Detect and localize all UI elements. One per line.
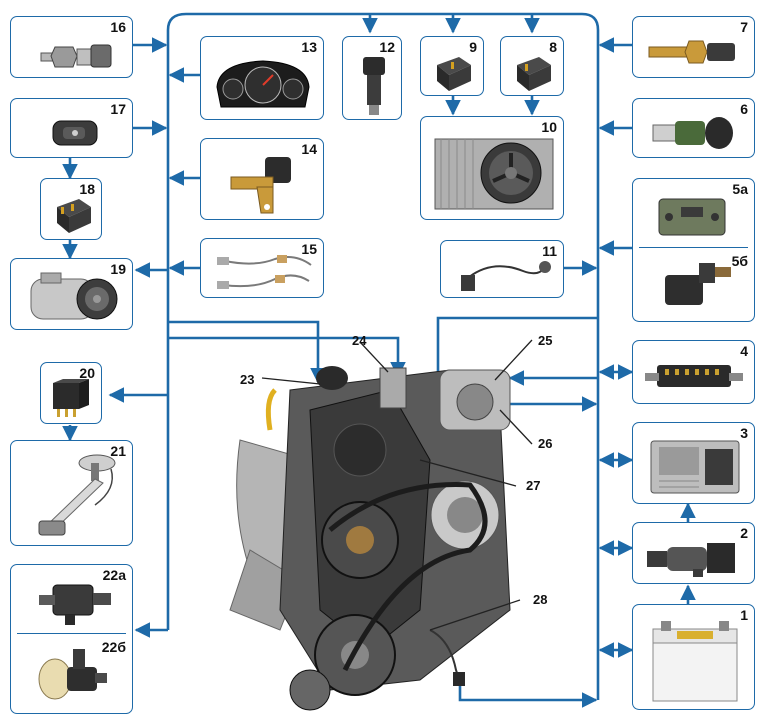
label-21: 21 — [110, 443, 126, 459]
relay-icon — [57, 199, 91, 233]
component-2-ignition-coil: 2 — [632, 522, 755, 584]
canister-purge-valve-icon — [39, 584, 111, 625]
coolant-temperature-sensor-icon — [648, 40, 735, 64]
relay-icon — [437, 57, 471, 91]
component-22-solenoid-group: 22а 22б — [10, 564, 133, 714]
component-18-relay: 18 — [40, 178, 102, 240]
label-4: 4 — [740, 343, 748, 359]
label-3: 3 — [740, 425, 748, 441]
callout-24: 24 — [352, 333, 367, 348]
component-16-oil-pressure-sensor: 16 — [10, 16, 133, 78]
component-3-ecu: 3 — [632, 422, 755, 504]
component-5-sensor-group: 5а 5б — [632, 178, 755, 322]
label-15: 15 — [301, 241, 317, 257]
battery-icon — [652, 621, 738, 702]
ac-compressor-icon — [30, 272, 118, 320]
crankshaft-position-sensor-icon — [230, 157, 291, 214]
component-4-diagnostic-connector: 4 — [632, 340, 755, 404]
map-sensor-b-icon — [665, 263, 731, 305]
label-20: 20 — [79, 365, 95, 381]
relay-icon — [53, 379, 89, 417]
diagnostic-connector-icon — [645, 365, 743, 387]
component-6-air-temp-sensor: 6 — [632, 98, 755, 158]
divider-5 — [639, 247, 748, 248]
divider-22 — [17, 633, 126, 634]
speed-sensor-icon — [363, 57, 385, 115]
branch-24 — [168, 336, 406, 378]
callout-27: 27 — [526, 478, 541, 493]
label-10: 10 — [541, 119, 557, 135]
component-11-knock-sensor: 11 — [440, 240, 564, 298]
air-temperature-sensor-icon — [652, 117, 733, 149]
ignition-module-icon — [647, 543, 735, 577]
component-8-relay: 8 — [500, 36, 564, 96]
component-1-battery: 1 — [632, 604, 755, 710]
purge-valve-b-icon — [38, 649, 107, 700]
radiator-fan-icon — [434, 138, 554, 210]
label-22a: 22а — [102, 567, 126, 583]
component-13-instrument-cluster: 13 — [200, 36, 324, 120]
relay-icon — [517, 57, 551, 91]
component-21-fuel-pump: 21 — [10, 440, 133, 546]
callout-25: 25 — [538, 333, 553, 348]
oxygen-sensor-icon — [217, 255, 312, 289]
label-2: 2 — [740, 525, 748, 541]
component-19-ac-compressor: 19 — [10, 258, 133, 330]
label-22b: 22б — [101, 639, 126, 655]
label-1: 1 — [740, 607, 748, 623]
knock-sensor-icon — [461, 261, 551, 291]
ac-switch-icon — [52, 120, 98, 146]
label-8: 8 — [549, 39, 557, 55]
callout-26: 26 — [538, 436, 553, 451]
component-9-relay: 9 — [420, 36, 484, 96]
ecu-icon — [650, 440, 740, 494]
oil-pressure-sensor-icon — [40, 44, 112, 68]
component-14-crankshaft-sensor: 14 — [200, 138, 324, 220]
callout-23: 23 — [240, 372, 255, 387]
fuel-pump-module-icon — [38, 454, 116, 536]
branch-23 — [168, 320, 326, 384]
callout-28: 28 — [533, 592, 548, 607]
component-10-radiator-fan: 10 — [420, 116, 564, 220]
component-17-ac-button: 17 — [10, 98, 133, 158]
label-11: 11 — [542, 243, 557, 259]
component-20-fuel-pump-relay: 20 — [40, 362, 102, 424]
engine-illustration — [229, 339, 533, 711]
label-16: 16 — [110, 19, 126, 35]
label-13: 13 — [301, 39, 317, 55]
label-5b: 5б — [731, 253, 748, 269]
component-7-coolant-temp-sensor: 7 — [632, 16, 755, 78]
harness-loop — [166, 12, 600, 700]
label-6: 6 — [740, 101, 748, 117]
map-sensor-a-icon — [658, 198, 726, 236]
label-12: 12 — [379, 39, 395, 55]
component-15-oxygen-sensors: 15 — [200, 238, 324, 298]
label-7: 7 — [740, 19, 748, 35]
label-18: 18 — [79, 181, 95, 197]
label-5a: 5а — [732, 181, 748, 197]
label-19: 19 — [110, 261, 126, 277]
instrument-cluster-icon — [216, 60, 310, 108]
label-14: 14 — [301, 141, 317, 157]
label-9: 9 — [469, 39, 477, 55]
label-17: 17 — [110, 101, 126, 117]
component-12-speed-sensor: 12 — [342, 36, 402, 120]
